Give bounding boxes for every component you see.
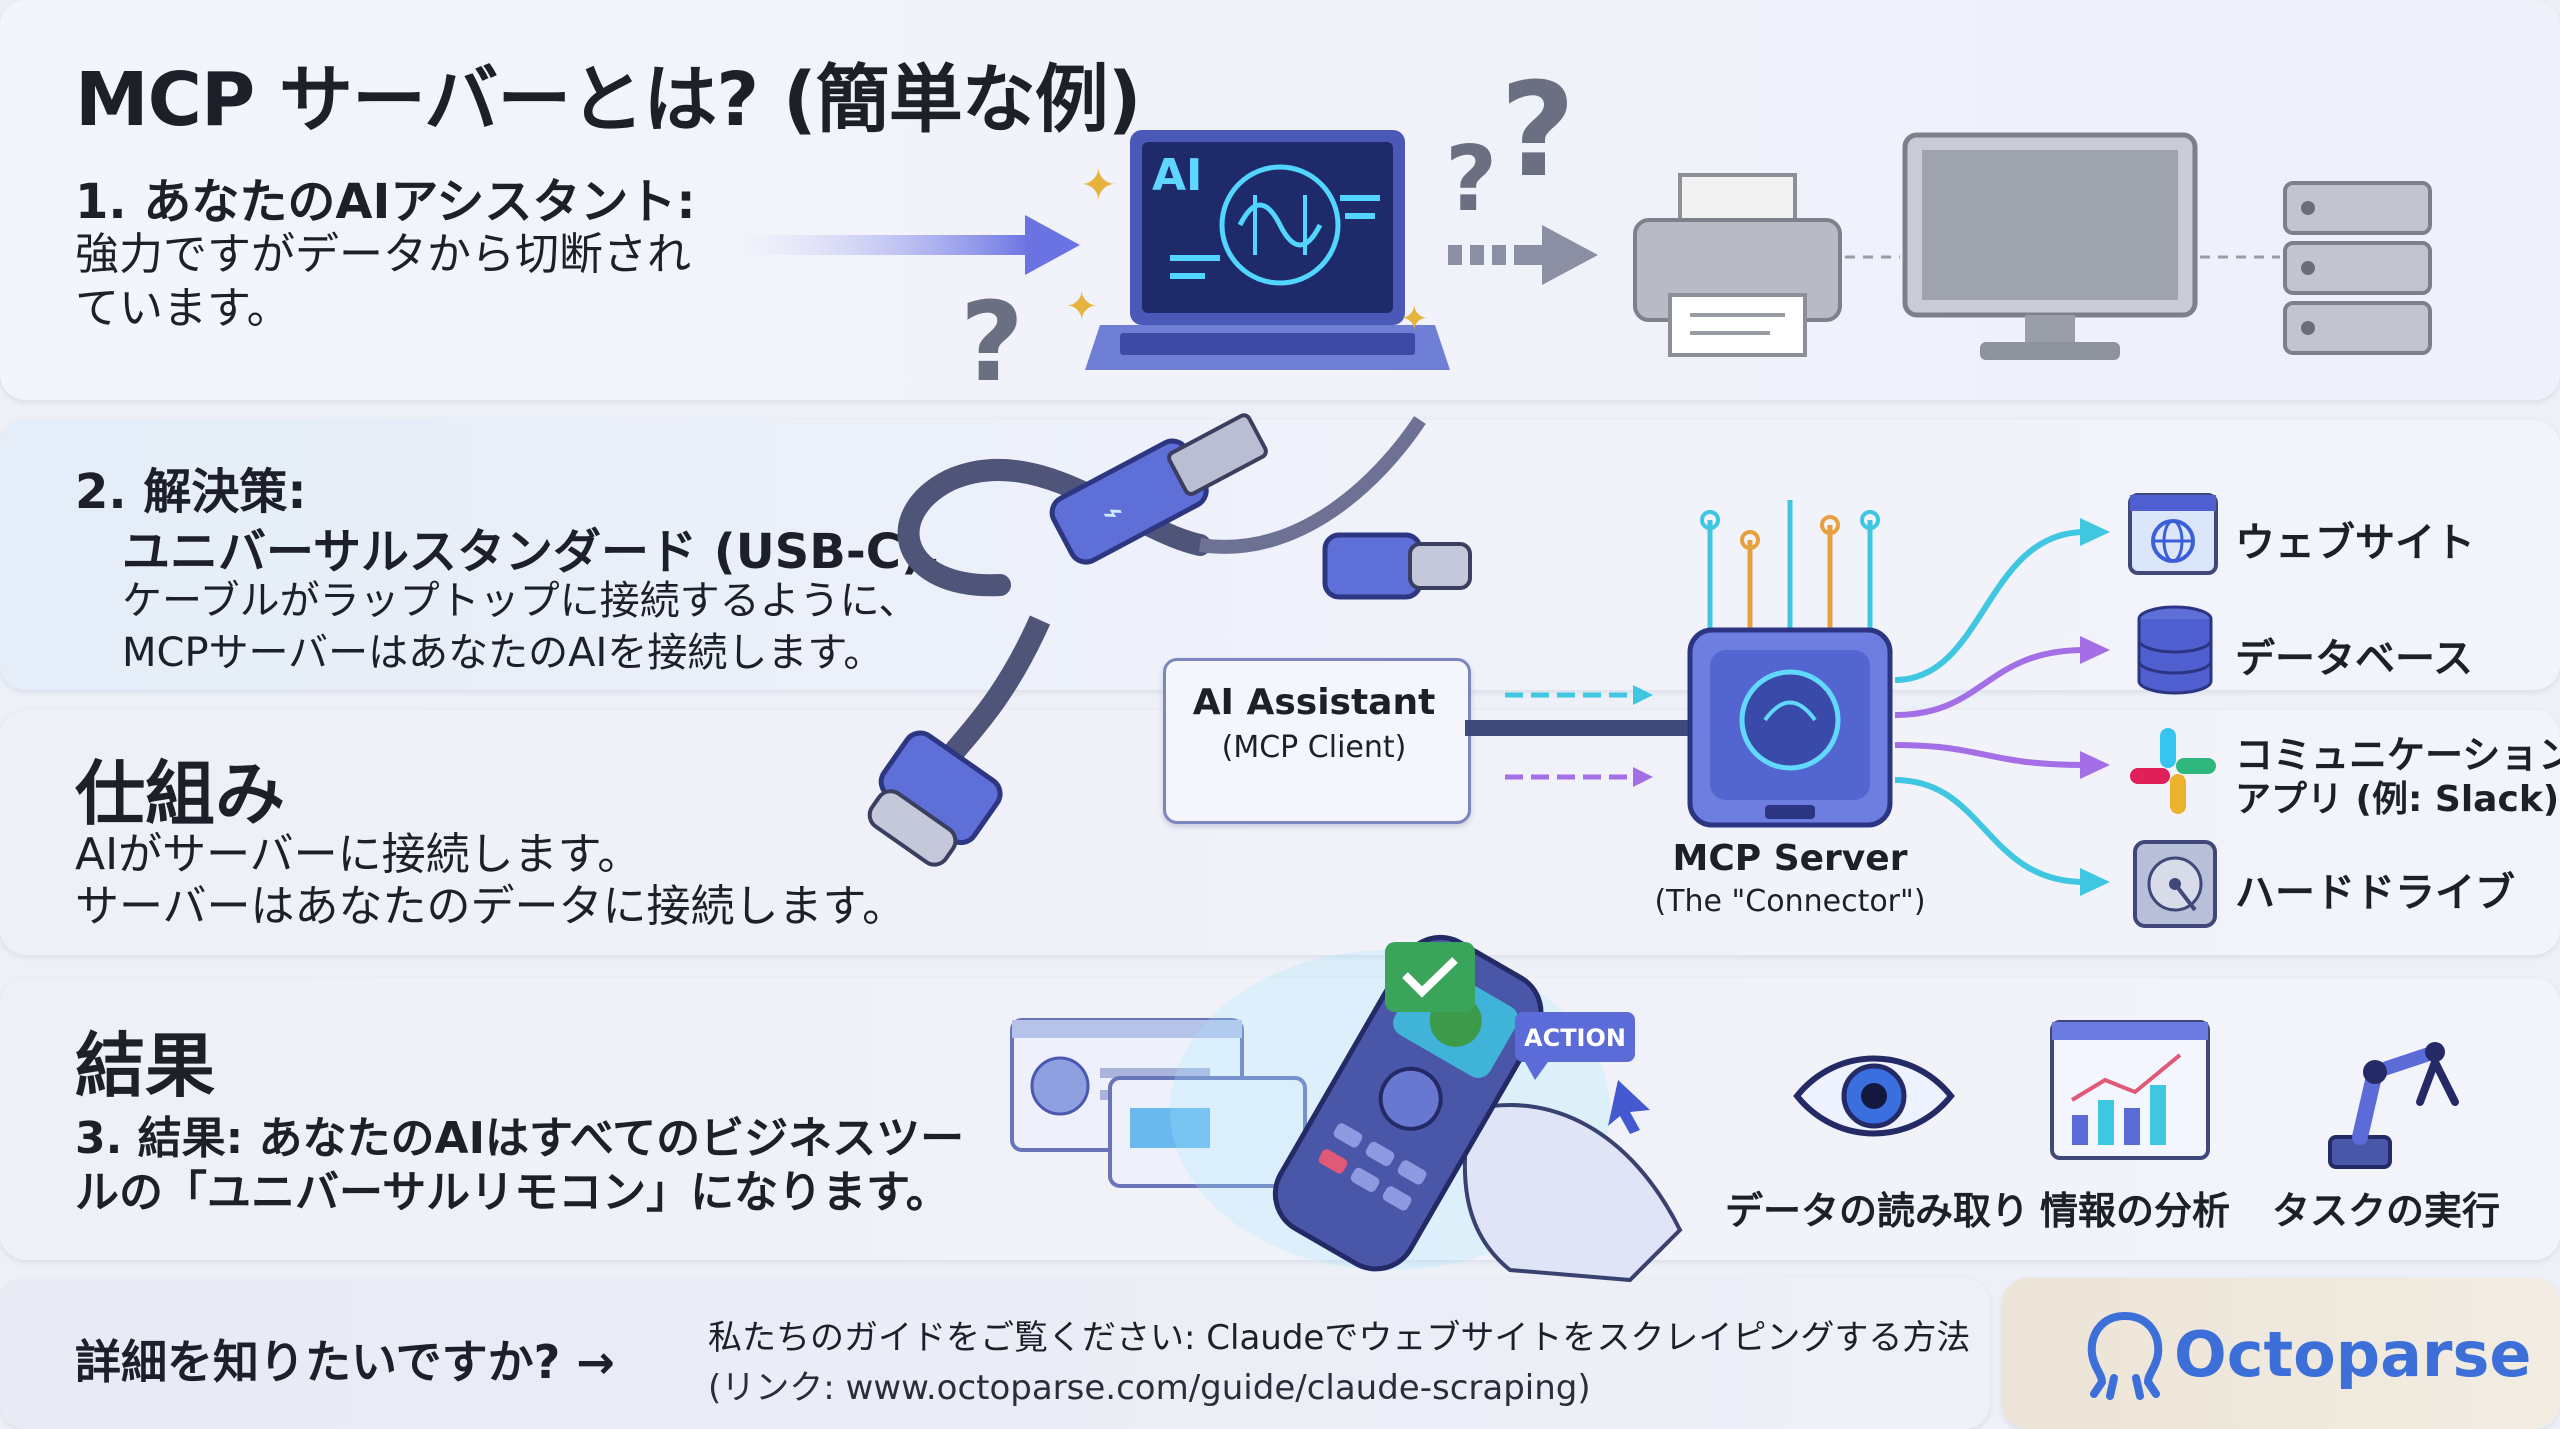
svg-text:✦: ✦ <box>1400 299 1429 339</box>
monitor-icon <box>1902 132 2198 360</box>
section2-line-2: MCPサーバーはあなたのAIを接続します。 <box>122 630 884 676</box>
mcp-server-chip-icon <box>1687 500 1893 828</box>
mechanism-heading: 仕組み <box>75 753 285 835</box>
hard-drive-icon <box>2133 840 2217 928</box>
octoparse-logo-icon <box>2087 1312 2163 1400</box>
ai-client-title: AI Assistant <box>1192 682 1436 723</box>
target-communication: コミュニケーション <box>2235 733 2560 777</box>
mechanism-line-2: サーバーはあなたのデータに接続します。 <box>75 881 907 932</box>
section1-line-2: ています。 <box>75 283 291 334</box>
client-server-link <box>1465 685 1695 787</box>
remote-control-icon <box>1170 934 1683 1283</box>
dashed-arrow <box>1448 225 1598 285</box>
brand-name: Octoparse <box>2174 1318 2532 1391</box>
server-fanout-arrows <box>1894 518 2110 896</box>
svg-text:?: ? <box>960 278 1024 406</box>
footer-panel <box>0 1278 1990 1429</box>
database-icon <box>2137 605 2213 695</box>
laptop-ai-label: AI <box>1152 150 1203 201</box>
target-websites: ウェブサイト <box>2235 520 2475 566</box>
svg-text:✦: ✦ <box>1065 284 1099 330</box>
section1-heading: 1. あなたのAIアシスタント: <box>75 174 696 230</box>
section2-subheading: ユニバーサルスタンダード (USB-C). <box>122 524 942 580</box>
result-heading: 結果 <box>75 1025 215 1107</box>
app-window-icon <box>1010 1018 1307 1188</box>
section2-line-1: ケーブルがラップトップに接続するように、 <box>122 578 919 624</box>
svg-text:?: ? <box>1445 127 1497 232</box>
action-badge: ACTION <box>1524 1024 1626 1052</box>
result-line-1: 3. 結果: あなたのAIはすべてのビジネスツー <box>75 1113 965 1164</box>
target-databases: データベース <box>2235 636 2473 682</box>
svg-text:?: ? <box>1500 54 1575 206</box>
capability-read-data: データの読み取り <box>1725 1189 2030 1233</box>
footer-question: 詳細を知りたいですか? → <box>75 1335 615 1389</box>
usb-cable-icon: ⌁ <box>867 413 1472 867</box>
server-icon <box>2283 181 2432 355</box>
ai-client-box <box>1163 658 1471 824</box>
mcp-server-title: MCP Server <box>1672 838 1908 879</box>
printer-icon <box>1633 173 1842 357</box>
page-title: MCP サーバーとは? (簡単な例) <box>75 57 1142 143</box>
capability-analyze-info: 情報の分析 <box>2040 1189 2231 1233</box>
device-connector-lines <box>1845 255 2280 259</box>
target-communication-sub: アプリ (例: Slack) <box>2235 779 2560 820</box>
globe-icon <box>2128 493 2218 575</box>
section2-heading: 2. 解決策: <box>75 464 307 520</box>
analysis-chart-icon <box>2050 1020 2210 1160</box>
robot-arm-icon <box>2328 1042 2459 1169</box>
result-line-2: ルの「ユニバーサルリモコン」になります。 <box>75 1167 950 1218</box>
slack-icon <box>2130 728 2216 814</box>
intro-arrow <box>740 215 1080 275</box>
laptop-icon <box>1085 130 1450 370</box>
target-hard-drives: ハードドライブ <box>2235 870 2515 916</box>
svg-text:✦: ✦ <box>1080 160 1117 211</box>
capability-execute-tasks: タスクの実行 <box>2272 1189 2501 1233</box>
footer-guide-text: 私たちのガイドをご覧ください: Claudeでウェブサイトをスクレイピングする方… <box>708 1318 1971 1358</box>
mechanism-line-1: AIがサーバーに接続します。 <box>75 829 642 880</box>
section1-line-1: 強力ですがデータから切断され <box>75 229 691 280</box>
footer-guide-link[interactable]: (リンク: www.octoparse.com/guide/claude-scr… <box>708 1368 1591 1408</box>
ai-client-subtitle: (MCP Client) <box>1221 730 1407 765</box>
eye-icon <box>1793 1055 1955 1137</box>
question-marks-icon: ? ? ? ✦ ✦ ✦ <box>960 54 1575 406</box>
mcp-server-subtitle: (The "Connector") <box>1654 884 1926 919</box>
